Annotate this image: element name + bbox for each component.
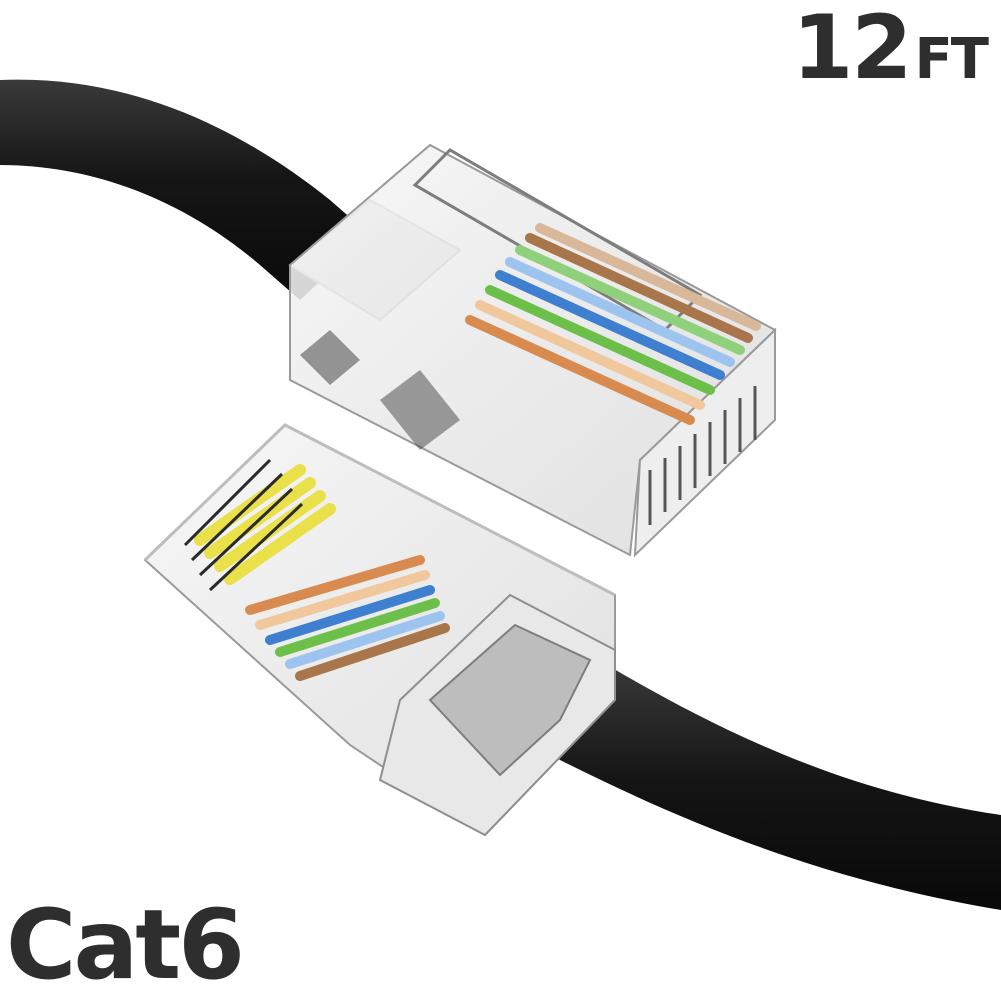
cable-jacket-top [0,79,370,300]
cable-length-value: 12 [792,0,912,99]
cable-length-unit: FT [914,27,989,92]
rj45-connector-bottom [143,423,616,837]
cable-category-label: Cat6 [6,889,245,1001]
rj45-connector-top [288,143,777,558]
cable-jacket-bottom [510,655,1001,910]
cable-length-label: 12FT [792,4,989,92]
